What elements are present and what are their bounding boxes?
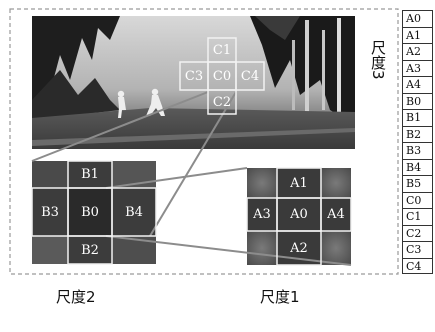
scale1-label: 尺度1 [260,288,300,306]
cell-c3: C3 [184,68,204,84]
thermal-image [32,16,355,149]
legend-item: A1 [402,26,433,43]
legend-item: A4 [402,76,433,93]
cell-c0: C0 [212,68,232,84]
cell-a0: A0 [290,207,308,222]
cell-b1: B1 [81,167,99,182]
scale2-cross [31,160,157,265]
cell-c2: C2 [212,94,232,110]
legend-item: C2 [402,224,433,241]
legend-item: C1 [402,208,433,225]
legend-item: A0 [402,10,433,27]
scale1-patch [247,168,351,265]
dashed-frame [9,8,399,275]
cell-a4: A4 [327,207,345,222]
scale3-cross [179,37,265,115]
legend-item: A3 [402,59,433,76]
legend-item: A2 [402,43,433,60]
legend-item: B5 [402,175,433,192]
legend-item: C3 [402,241,433,258]
scale2-label: 尺度2 [56,288,96,306]
scale2-patch [32,161,156,264]
scale3-label: 尺度3 [369,40,387,80]
cell-c4: C4 [240,68,260,84]
scale1-cross [246,167,352,266]
cell-b2: B2 [81,242,99,258]
legend-item: B1 [402,109,433,126]
connector-lines [31,91,352,266]
cell-b3: B3 [41,204,59,220]
legend-item: B4 [402,158,433,175]
legend-item: B0 [402,92,433,109]
cell-a1: A1 [290,175,308,191]
cell-b4: B4 [125,204,143,220]
legend-item: C4 [402,257,433,274]
cell-a3: A3 [253,207,271,222]
cell-b0: B0 [81,204,99,220]
legend-item: B2 [402,125,433,142]
cell-a2: A2 [290,240,308,256]
legend-item: C0 [402,191,433,208]
legend-item: B3 [402,142,433,159]
cell-c1: C1 [212,42,232,58]
